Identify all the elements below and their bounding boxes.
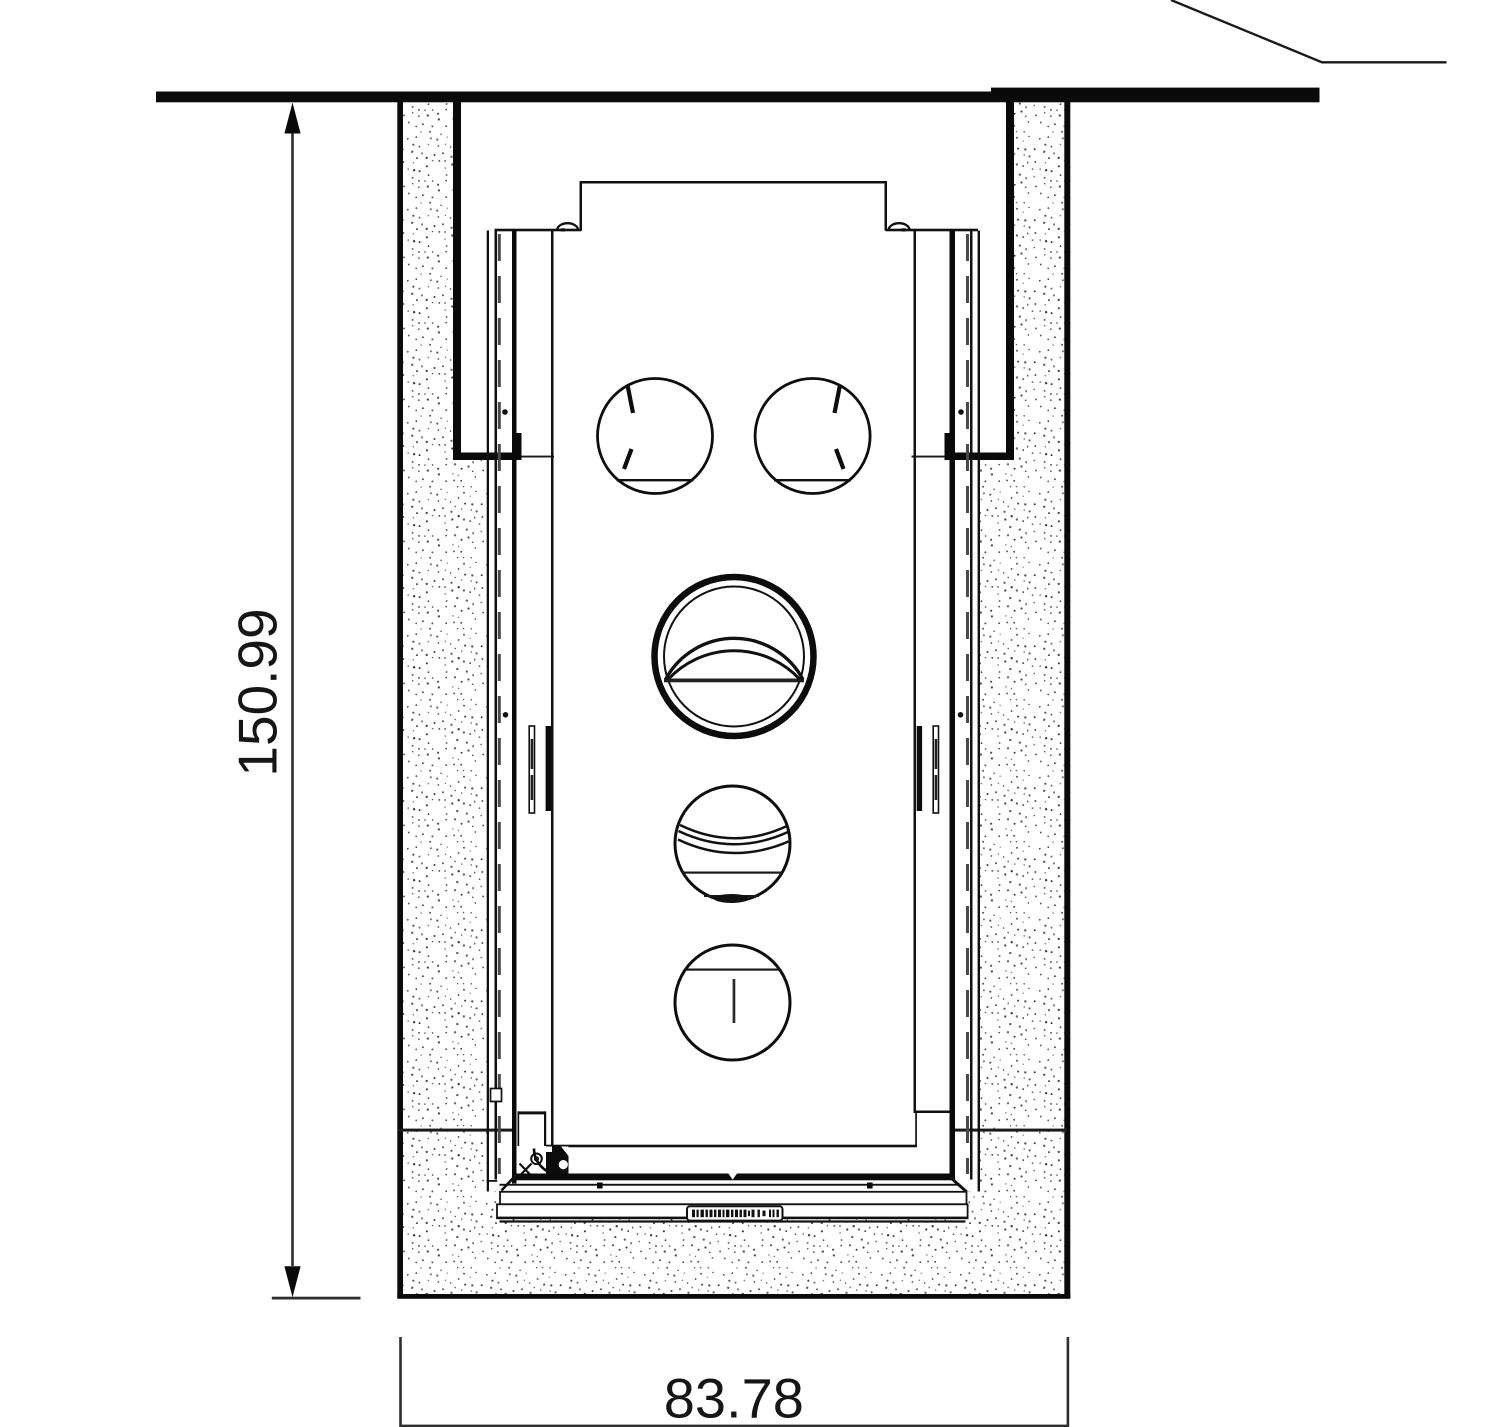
svg-text:150.99: 150.99 [227,608,289,776]
svg-text:83.78: 83.78 [664,1367,804,1427]
